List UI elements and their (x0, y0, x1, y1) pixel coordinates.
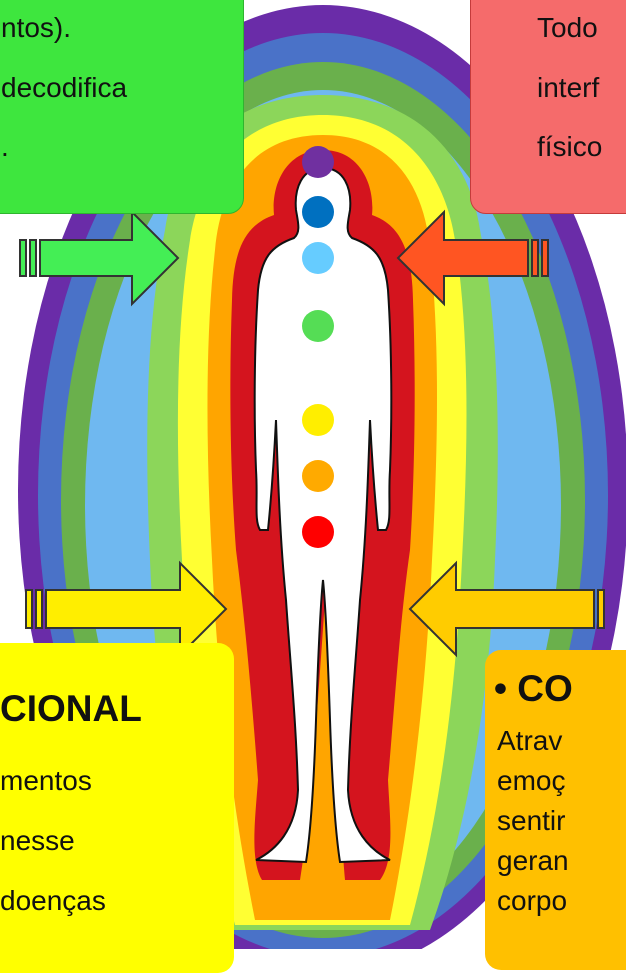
chakra-point (302, 404, 334, 436)
text-box-top-right: Todo interf físico (470, 0, 626, 214)
chakra-point (302, 460, 334, 492)
text-box-bottom-left: CIONAL mentos nesse doenças (0, 643, 234, 973)
box-line: Todo (537, 12, 598, 44)
text-box-top-left: ntos). decodifica . (0, 0, 244, 214)
box-line: doenças (0, 885, 106, 917)
chakra-point (302, 196, 334, 228)
box-line: . (1, 131, 9, 163)
box-line: interf (537, 72, 599, 104)
chakra-point (302, 310, 334, 342)
box-heading: CIONAL (0, 688, 142, 730)
box-line: corpo (497, 885, 567, 917)
box-heading: • CO (494, 668, 573, 710)
chakra-point (302, 516, 334, 548)
box-line: decodifica (1, 72, 127, 104)
box-line: físico (537, 131, 602, 163)
box-line: mentos (0, 765, 92, 797)
box-line: geran (497, 845, 569, 877)
chakra-point (302, 242, 334, 274)
chakra-point (302, 146, 334, 178)
text-box-bottom-right: • CO Atrav emoç sentir geran corpo (485, 650, 626, 970)
box-line: ntos). (1, 12, 71, 44)
box-line: emoç (497, 765, 565, 797)
box-line: Atrav (497, 725, 562, 757)
box-line: sentir (497, 805, 565, 837)
box-line: nesse (0, 825, 75, 857)
